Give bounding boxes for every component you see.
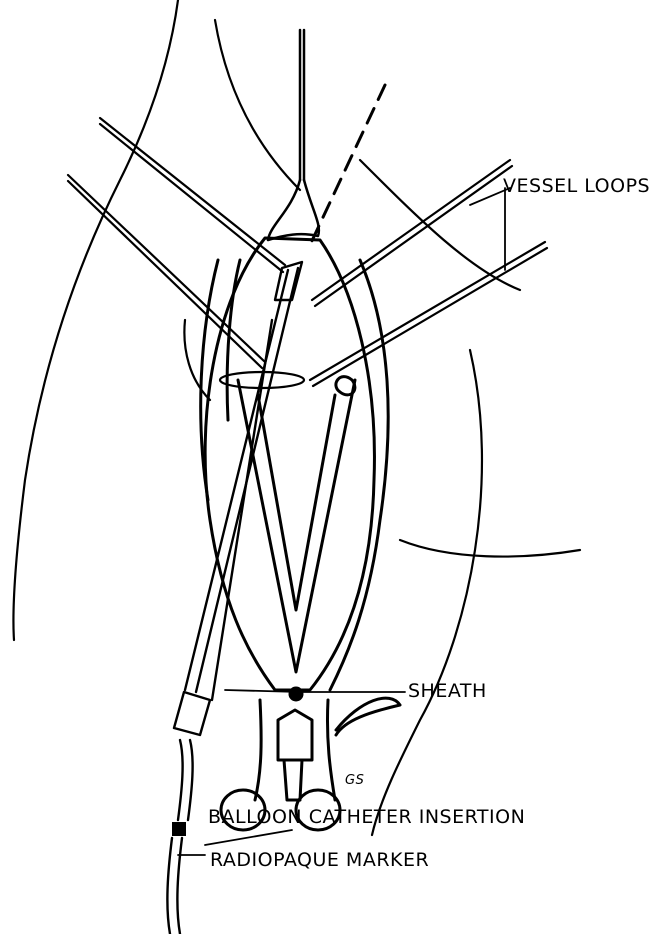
incision — [201, 238, 388, 690]
artist-initials: GS — [345, 773, 364, 788]
label-radiopaque-marker: RADIOPAQUE MARKER — [210, 849, 429, 871]
suture-thread — [268, 30, 319, 240]
guide-wire-dashed — [310, 85, 385, 245]
radiopaque-marker — [172, 822, 186, 836]
label-balloon-catheter-insertion: BALLOON CATHETER INSERTION — [208, 806, 525, 828]
vessel-loops — [68, 118, 547, 388]
label-sheath: SHEATH — [408, 680, 487, 702]
label-vessel-loops: VESSEL LOOPS — [503, 175, 650, 197]
